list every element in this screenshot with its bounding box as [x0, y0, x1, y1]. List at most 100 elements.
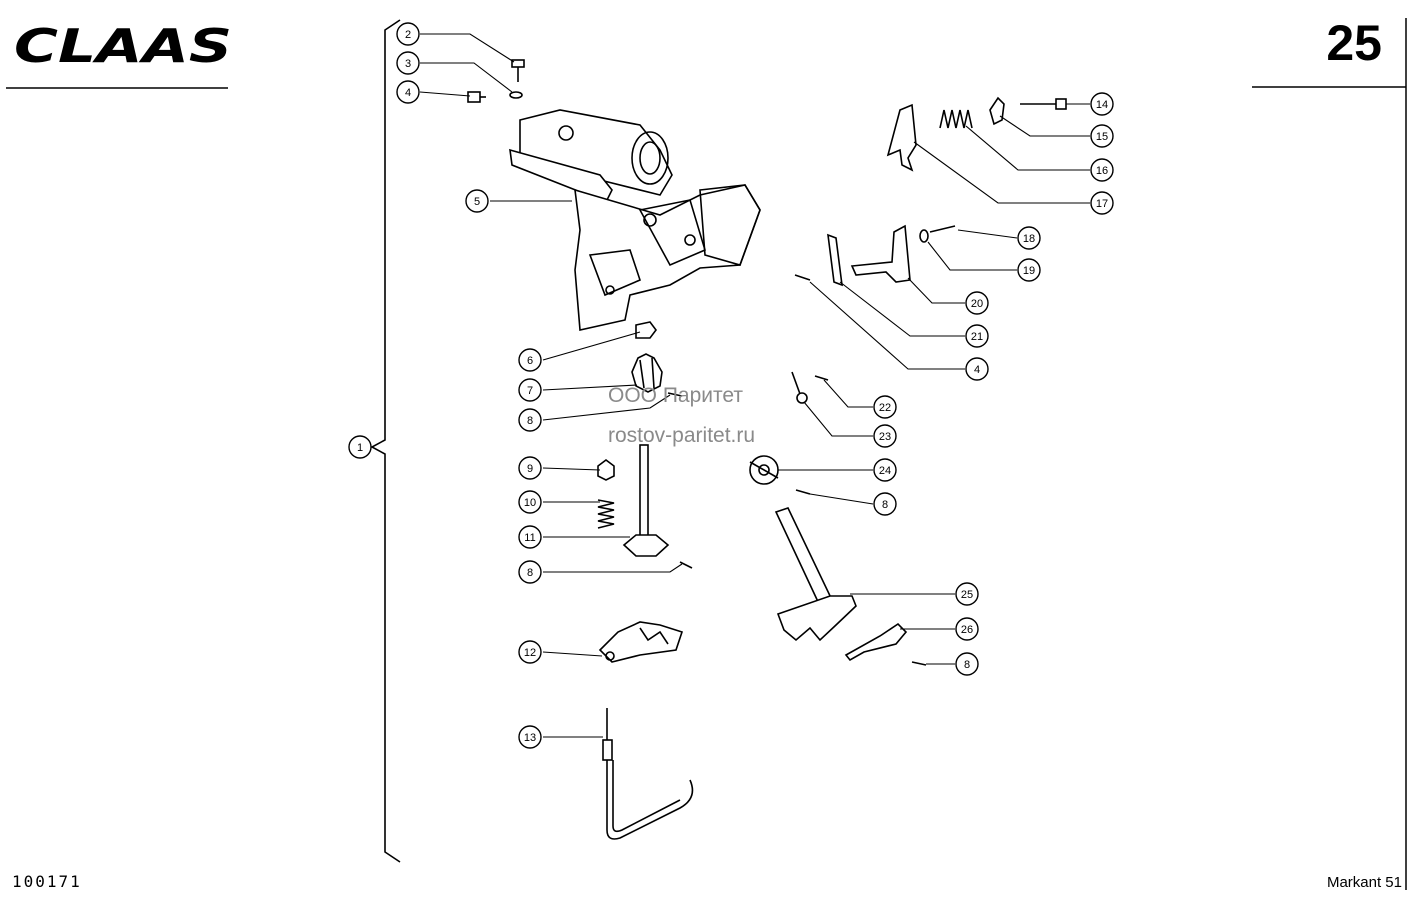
callout: 5: [465, 189, 489, 213]
callout: 2: [396, 22, 420, 46]
callout-circle: [518, 640, 542, 664]
callout: 1: [348, 435, 372, 459]
part-washer-3: [509, 91, 523, 99]
callout-number: 24: [879, 465, 891, 477]
callout-circle: [1090, 158, 1114, 182]
callout-number: 8: [527, 415, 533, 427]
callout: 4: [965, 357, 989, 381]
callout-circle: [955, 652, 979, 676]
callout-number: 3: [405, 58, 411, 70]
callout-circle: [396, 80, 420, 104]
callout-circle: [1017, 258, 1041, 282]
callout-number: 1: [357, 442, 363, 454]
callout-number: 21: [971, 331, 983, 343]
claas-logo: CLAAS: [12, 18, 234, 73]
part-pin-22: [814, 375, 829, 381]
page-number: 25: [1326, 15, 1382, 71]
callout-number: 4: [405, 87, 411, 99]
callout: 3: [396, 51, 420, 75]
callout: 4: [396, 80, 420, 104]
callout: 8: [955, 652, 979, 676]
callout-number: 25: [961, 589, 973, 601]
part-knife-17: [886, 103, 917, 172]
callout-circle: [348, 435, 372, 459]
callout-circle: [518, 348, 542, 372]
callout: 26: [955, 617, 979, 641]
part-nut-9: [597, 459, 615, 481]
callout-circle: [955, 617, 979, 641]
callout-number: 12: [524, 647, 536, 659]
part-gear-24: [749, 455, 779, 485]
callout: 16: [1090, 158, 1114, 182]
callout-number: 15: [1096, 131, 1108, 143]
part-knotter-frame-5: [509, 109, 761, 331]
callout-number: 5: [474, 196, 480, 208]
callout: 9: [518, 456, 542, 480]
callout-circle: [518, 560, 542, 584]
callout-circle: [873, 395, 897, 419]
callout-circle: [518, 408, 542, 432]
part-lever-26: [844, 622, 908, 662]
part-bolt-14: [1020, 98, 1067, 110]
part-pin-4: [467, 91, 486, 103]
callout: 10: [518, 490, 542, 514]
callout-number: 20: [971, 298, 983, 310]
callout-circle: [873, 492, 897, 516]
callout-circle: [396, 22, 420, 46]
part-plate-12: [598, 621, 684, 663]
callout: 23: [873, 424, 897, 448]
callout-circle: [518, 378, 542, 402]
drawing-number: 100171: [12, 872, 82, 891]
part-link-15: [989, 96, 1005, 126]
callout-circle: [396, 51, 420, 75]
callout: 8: [518, 408, 542, 432]
callout: 8: [873, 492, 897, 516]
callout-number: 8: [964, 659, 970, 671]
callout-number: 19: [1023, 265, 1035, 277]
callout: 14: [1090, 92, 1114, 116]
part-washer-19: [919, 229, 929, 243]
callout-number: 13: [524, 732, 536, 744]
part-hook-13: [602, 708, 694, 840]
callout: 13: [518, 725, 542, 749]
callout: 6: [518, 348, 542, 372]
callout: 7: [518, 378, 542, 402]
part-pin-4-right: [794, 274, 811, 281]
callout-circle: [965, 291, 989, 315]
callout-number: 8: [527, 567, 533, 579]
callout-number: 17: [1096, 198, 1108, 210]
callout: 20: [965, 291, 989, 315]
part-spring-16: [939, 109, 973, 129]
callout: 19: [1017, 258, 1041, 282]
part-bolt-2: [511, 59, 525, 82]
assembly-brace: [370, 19, 401, 863]
callout-circle: [465, 189, 489, 213]
callout-number: 7: [527, 385, 533, 397]
callout-circle: [965, 324, 989, 348]
part-nut-6: [635, 321, 657, 339]
part-screw-23: [791, 371, 808, 404]
callout: 15: [1090, 124, 1114, 148]
callout-circle: [1090, 124, 1114, 148]
callout-circle: [518, 525, 542, 549]
callout-circle: [965, 357, 989, 381]
part-pin-8: [667, 392, 683, 397]
part-spring-10: [597, 499, 615, 529]
part-bracket-20: [850, 224, 911, 283]
part-blade-21: [827, 233, 843, 287]
callout-circle: [1090, 191, 1114, 215]
callout-number: 26: [961, 624, 973, 636]
brand-wordmark: CLAAS: [14, 19, 232, 70]
callout-circle: [518, 490, 542, 514]
callout: 25: [955, 582, 979, 606]
callout-circle: [955, 582, 979, 606]
callout-circle: [1017, 226, 1041, 250]
callout-circle: [873, 424, 897, 448]
callout: 11: [518, 525, 542, 549]
callout-number: 18: [1023, 233, 1035, 245]
callout-number: 2: [405, 29, 411, 41]
part-shaft-11: [622, 444, 670, 557]
callout-circle: [1090, 92, 1114, 116]
callout-number: 8: [882, 499, 888, 511]
